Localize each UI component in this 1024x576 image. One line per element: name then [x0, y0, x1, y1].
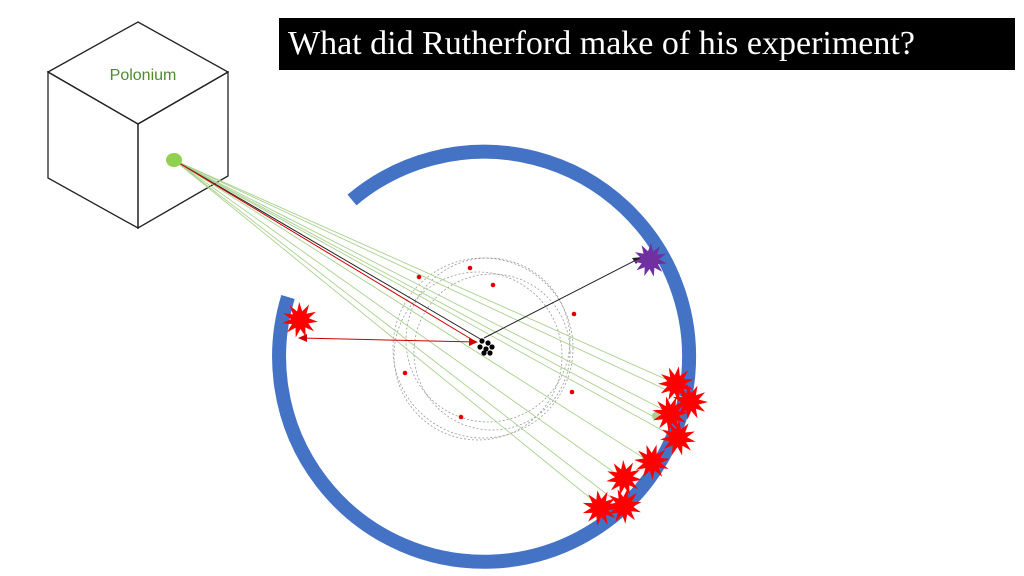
beam-path	[173, 159, 689, 401]
alpha-beam-paths	[173, 159, 689, 507]
starburst-icon	[652, 396, 688, 432]
polonium-label: Polonium	[110, 67, 177, 84]
starburst-icon	[606, 460, 642, 496]
starburst-icon	[634, 444, 670, 480]
slide-title: What did Rutherford make of his experime…	[279, 18, 1015, 70]
beam-path	[173, 159, 669, 413]
cube-left-face	[47, 70, 139, 230]
emission-point	[166, 153, 182, 167]
backscatter-arrowhead	[298, 334, 307, 342]
electron-dot-icon	[416, 274, 422, 280]
electron-dot-icon	[490, 282, 496, 288]
beam-path	[173, 159, 673, 383]
starburst-icon	[672, 384, 708, 420]
electron-dot-icon	[467, 265, 473, 271]
backscatter-path	[299, 337, 477, 343]
electron-dot-icon	[402, 370, 408, 376]
beam-path	[173, 159, 601, 507]
electron-dot-icon	[458, 414, 464, 420]
incoming-arrowhead	[469, 338, 478, 346]
electron-dot-icon	[569, 389, 575, 395]
impact-flashes	[282, 243, 708, 526]
deflected-path	[483, 257, 641, 339]
starburst-icon	[282, 302, 318, 338]
electrons	[402, 265, 577, 420]
starburst-icon	[606, 488, 642, 524]
starburst-icon	[660, 420, 696, 456]
starburst-icon	[582, 490, 618, 526]
orbit-4	[413, 273, 571, 431]
orbit-3	[393, 271, 563, 441]
incoming-path-backscatter	[173, 159, 477, 343]
cube-right-face	[137, 70, 229, 230]
beam-path	[173, 159, 651, 463]
beam-path	[173, 159, 623, 507]
orbit-2	[405, 257, 571, 423]
starburst-icon	[633, 243, 667, 277]
beam-path	[173, 159, 623, 479]
polonium-source-box	[46, 21, 230, 230]
electron-dot-icon	[571, 311, 577, 317]
orbit-1	[392, 257, 574, 439]
incoming-path-deflected	[173, 159, 483, 341]
beam-path	[173, 159, 657, 419]
nucleus-cluster-icon	[477, 338, 495, 356]
beam-path	[173, 159, 677, 439]
